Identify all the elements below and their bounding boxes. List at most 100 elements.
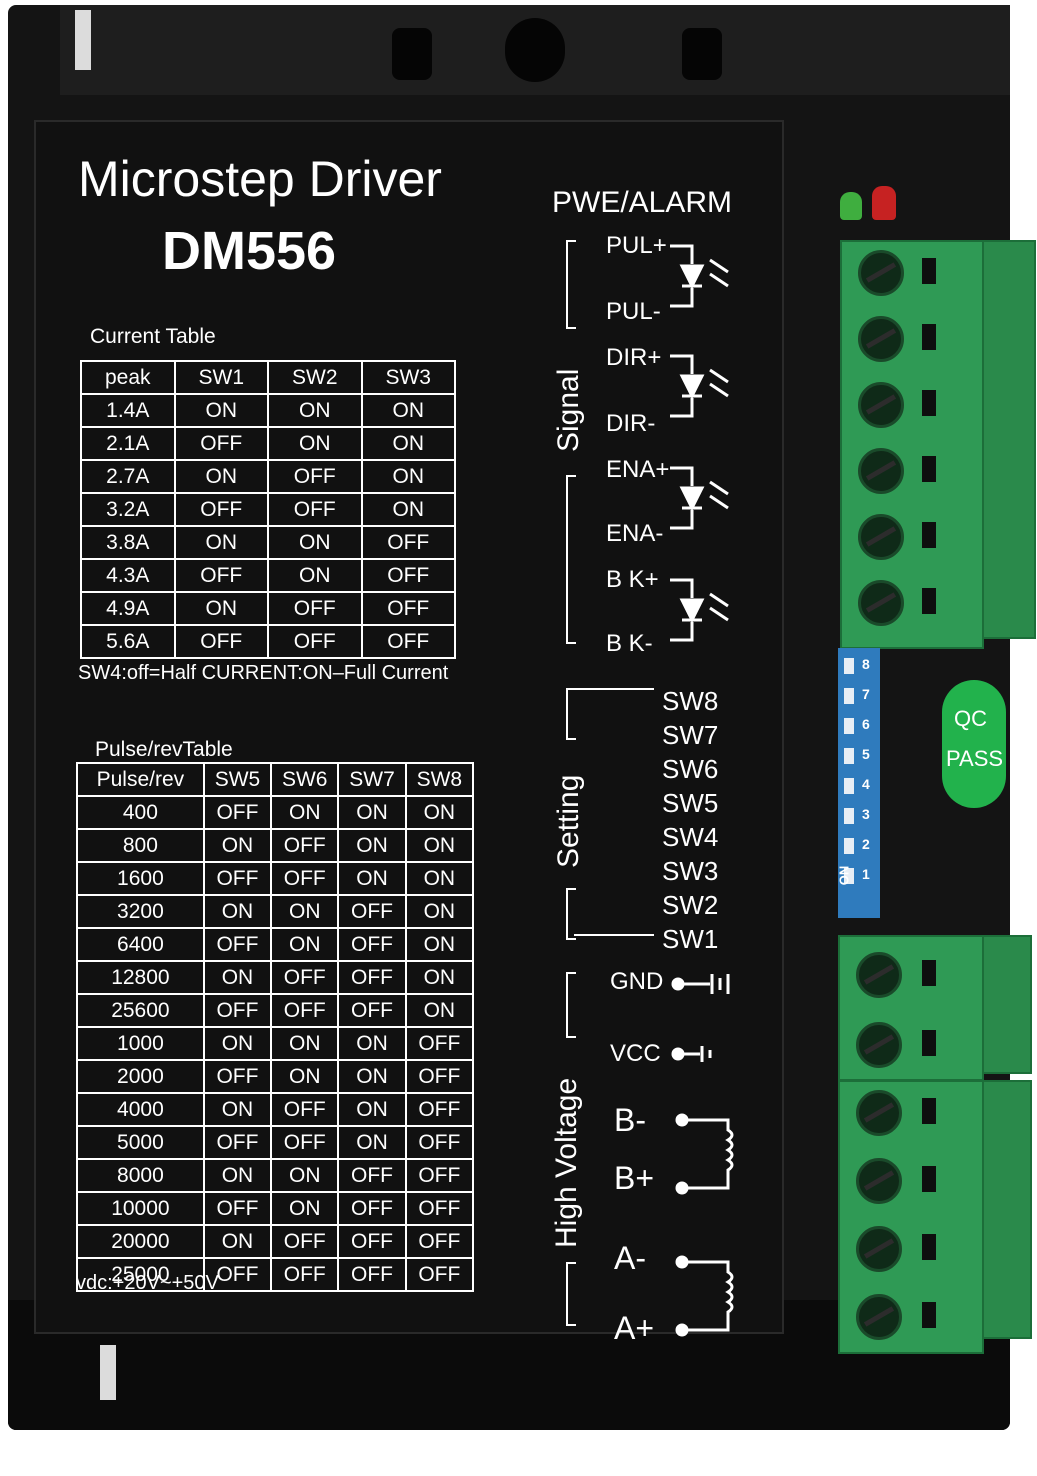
dip-switch-toggle[interactable]: [844, 748, 854, 764]
table-cell: ON: [202, 894, 273, 929]
pulse_table-header-cell: SW5: [202, 762, 273, 797]
table-cell: ON: [337, 1026, 407, 1061]
table-cell: OFF: [360, 525, 456, 560]
dip-switch-number: 4: [862, 776, 870, 792]
dip-switch-toggle[interactable]: [844, 658, 854, 674]
mount-knob-right: [682, 28, 722, 80]
table-cell: ON: [267, 426, 363, 461]
current_table-header-cell: SW2: [267, 360, 363, 395]
dip-switch-toggle[interactable]: [844, 778, 854, 794]
table-cell: ON: [404, 927, 475, 962]
table-cell: 3.2A: [80, 492, 176, 527]
dip-switch-toggle[interactable]: [844, 718, 854, 734]
table-cell: 1.4A: [80, 393, 176, 428]
table-cell: 4.3A: [80, 558, 176, 593]
coil-icon-b: [675, 1113, 734, 1195]
table-cell: 400: [76, 795, 205, 830]
pin-ena-minus: ENA-: [606, 520, 664, 547]
table-cell: OFF: [337, 1158, 407, 1193]
table-cell: OFF: [337, 1191, 407, 1226]
table-cell: ON: [267, 525, 363, 560]
table-cell: 25000: [76, 1257, 205, 1292]
pin-b-minus: B-: [614, 1102, 646, 1138]
table-cell: OFF: [404, 1224, 475, 1259]
current-table-caption: Current Table: [90, 325, 216, 348]
terminal-screw[interactable]: [858, 448, 904, 494]
terminal-screw[interactable]: [858, 382, 904, 428]
table-cell: OFF: [267, 591, 363, 626]
table-cell: ON: [267, 558, 363, 593]
setting-bracket-bottom: [566, 888, 576, 940]
pin-b-plus: B+: [614, 1160, 655, 1196]
dip-switch-toggle[interactable]: [844, 838, 854, 854]
table-cell: ON: [270, 1059, 340, 1094]
table-cell: ON: [404, 795, 475, 830]
pulse_table-header-cell: Pulse/rev: [76, 762, 205, 797]
terminal-screw[interactable]: [856, 1294, 902, 1340]
terminal-screw[interactable]: [856, 1158, 902, 1204]
table-cell: ON: [202, 1026, 273, 1061]
current_table-header-cell: peak: [80, 360, 176, 395]
table-cell: OFF: [173, 624, 270, 659]
setting-bracket-top: [566, 688, 576, 740]
terminal-screw[interactable]: [858, 316, 904, 362]
table-cell: ON: [337, 795, 407, 830]
table-cell: OFF: [270, 960, 340, 995]
table-cell: OFF: [267, 624, 363, 659]
optocoupler-icon-4: [670, 578, 729, 642]
terminal-screw[interactable]: [856, 1226, 902, 1272]
dip-switch-number: 6: [862, 716, 870, 732]
terminal-slot: [922, 1098, 936, 1124]
high-voltage-label: High Voltage: [550, 1077, 583, 1248]
model-number: DM556: [162, 221, 337, 281]
optocoupler-icons: [670, 244, 729, 642]
pulse-table-caption: Pulse/revTable: [95, 738, 233, 761]
table-cell: 1600: [76, 861, 205, 896]
table-cell: ON: [360, 492, 456, 527]
terminal-screw[interactable]: [858, 250, 904, 296]
table-cell: OFF: [404, 1026, 475, 1061]
terminal-screw[interactable]: [858, 580, 904, 626]
setting-line-top: [574, 688, 654, 690]
terminal-screw[interactable]: [856, 1090, 902, 1136]
table-cell: ON: [202, 1224, 273, 1259]
table-cell: ON: [173, 591, 270, 626]
table-cell: ON: [360, 426, 456, 461]
table-cell: OFF: [404, 1059, 475, 1094]
table-cell: ON: [270, 1026, 340, 1061]
terminal-slot: [922, 1234, 936, 1260]
terminal-screw[interactable]: [858, 514, 904, 560]
table-cell: ON: [270, 894, 340, 929]
terminal-slot: [922, 522, 936, 548]
terminal-screw[interactable]: [856, 952, 902, 998]
dip-switch-toggle[interactable]: [844, 688, 854, 704]
coil-icon-a: [675, 1255, 734, 1337]
table-cell: 3.8A: [80, 525, 176, 560]
pin-pul-plus: PUL+: [606, 232, 667, 259]
alarm-led-red: [872, 186, 896, 220]
table-cell: OFF: [173, 492, 270, 527]
signal-terminal-plug: [982, 240, 1036, 639]
dip-switch-toggle[interactable]: [844, 808, 854, 824]
dip-switch-toggle[interactable]: [844, 868, 854, 884]
terminal-screw[interactable]: [856, 1022, 902, 1068]
table-cell: ON: [337, 861, 407, 896]
table-cell: 2.1A: [80, 426, 176, 461]
terminal-slot: [922, 960, 936, 986]
pin-bk-minus: B K-: [606, 630, 653, 657]
power-led-green: [840, 192, 862, 220]
table-cell: OFF: [404, 1257, 475, 1292]
hv-bracket-bottom: [566, 1262, 576, 1326]
table-cell: ON: [337, 1059, 407, 1094]
